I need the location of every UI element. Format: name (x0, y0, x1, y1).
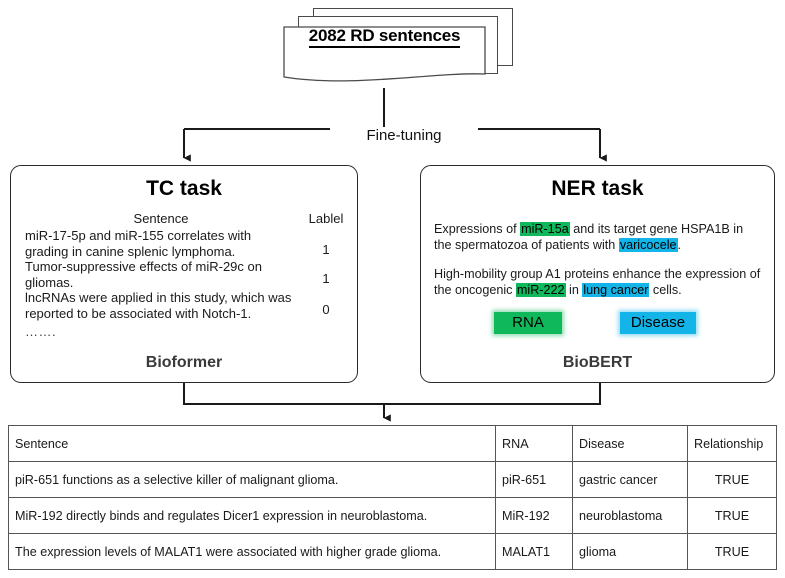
cell-relationship: TRUE (687, 497, 777, 534)
document-sheet-front (283, 26, 486, 82)
source-document-stack: 2082 RD sentences (283, 8, 515, 88)
column-header-relationship: Relationship (687, 425, 777, 462)
legend-chip-rna: RNA (494, 312, 562, 334)
column-header-disease: Disease (572, 425, 688, 462)
ner-rna-entity: miR-15a (520, 222, 570, 236)
ner-text-segment: Expressions of (434, 222, 521, 236)
cell-relationship: TRUE (687, 533, 777, 570)
finetuning-label: Fine-tuning (330, 127, 478, 144)
ner-disease-entity: varicocele (618, 238, 678, 252)
cell-sentence: piR-651 functions as a selective killer … (8, 461, 496, 498)
source-title-text: 2082 RD sentences (308, 26, 460, 48)
tc-task-title: TC task (146, 177, 222, 200)
cell-sentence: MiR-192 directly binds and regulates Dic… (8, 497, 496, 534)
ner-text-segment: High-mobility group A1 proteins enhance … (434, 267, 761, 297)
ner-text-segment: and its target gene HSPA1B in the sperma… (434, 222, 744, 252)
cell-disease: neuroblastoma (572, 497, 688, 534)
tc-task-box: TC task Sentence Lablel miR-17-5p and mi… (10, 165, 358, 383)
ner-model-name: BioBERT (562, 354, 633, 371)
ner-text-segment: cells. (649, 283, 682, 297)
ner-task-title: NER task (551, 177, 644, 200)
tc-example-label: 1 (322, 271, 330, 286)
tc-example-sentence: miR-17-5p and miR-155 correlates with gr… (25, 228, 252, 259)
tc-example-label: 1 (322, 242, 330, 257)
tc-example-row: miR-17-5p and miR-155 correlates with gr… (25, 228, 355, 259)
ner-text-segment: . (677, 238, 682, 252)
ner-example-sentence-2: High-mobility group A1 proteins enhance … (434, 266, 764, 298)
tc-header-label: Lablel (308, 211, 344, 226)
column-header-sentence: Sentence (8, 425, 496, 462)
column-header-rna: RNA (495, 425, 573, 462)
results-table: Sentence RNA Disease Relationship piR-65… (8, 425, 777, 570)
source-title: 2082 RD sentences (283, 26, 486, 48)
cell-rna: MiR-192 (495, 497, 573, 534)
cell-disease: gastric cancer (572, 461, 688, 498)
tc-example-row: lncRNAs were applied in this study, whic… (25, 290, 355, 321)
cell-rna: piR-651 (495, 461, 573, 498)
cell-rna: MALAT1 (495, 533, 573, 570)
cell-relationship: TRUE (687, 461, 777, 498)
tc-example-list: miR-17-5p and miR-155 correlates with gr… (25, 228, 355, 321)
cell-disease: glioma (572, 533, 688, 570)
tc-model-name: Bioformer (145, 354, 223, 371)
table-header-row: Sentence RNA Disease Relationship (8, 425, 777, 462)
tc-example-label: 0 (322, 302, 330, 317)
ner-task-box: NER task Expressions of miR-15a and its … (420, 165, 775, 383)
ner-disease-entity: lung cancer (582, 283, 650, 297)
tc-ellipsis: ……. (25, 324, 57, 339)
tc-example-sentence: Tumor-suppressive effects of miR-29c on … (25, 259, 262, 290)
table-row: MiR-192 directly binds and regulates Dic… (8, 497, 777, 534)
cell-sentence: The expression levels of MALAT1 were ass… (8, 533, 496, 570)
tc-header-sentence: Sentence (133, 211, 189, 226)
ner-example-sentence-1: Expressions of miR-15a and its target ge… (434, 221, 764, 253)
table-row: piR-651 functions as a selective killer … (8, 461, 777, 498)
legend-chip-disease: Disease (620, 312, 696, 334)
tc-example-sentence: lncRNAs were applied in this study, whic… (25, 290, 292, 321)
ner-rna-entity: miR-222 (515, 283, 566, 297)
table-row: The expression levels of MALAT1 were ass… (8, 533, 777, 570)
ner-text-segment: in (565, 283, 583, 297)
tc-example-row: Tumor-suppressive effects of miR-29c on … (25, 259, 355, 290)
